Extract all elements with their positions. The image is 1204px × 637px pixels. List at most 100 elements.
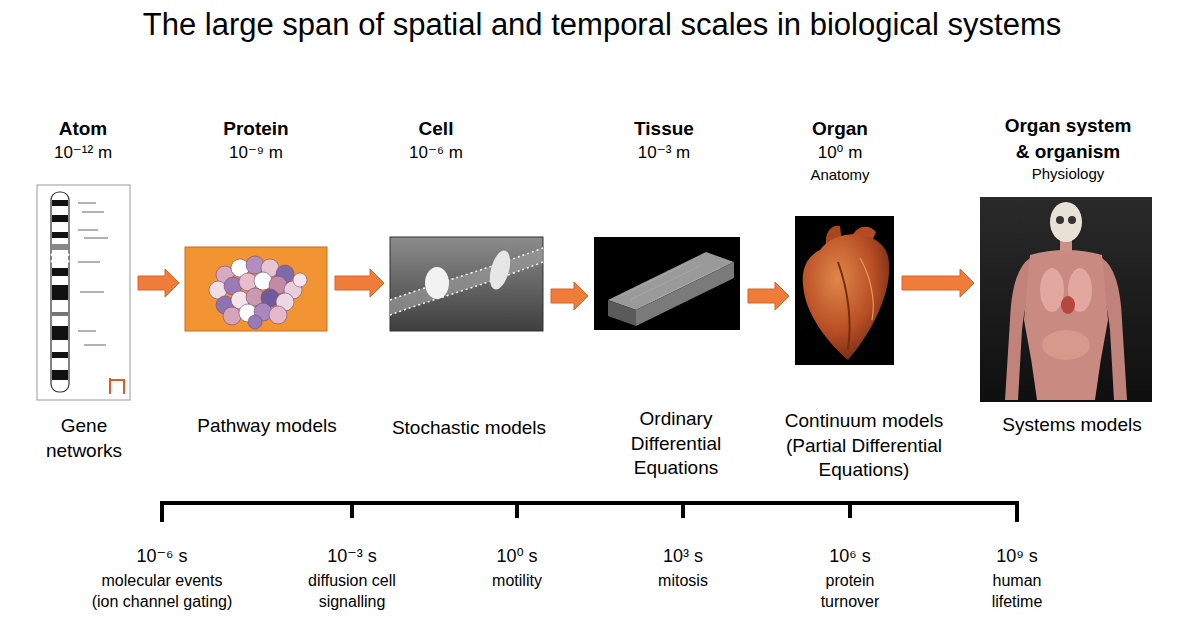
cell-illustration-part [486, 248, 514, 291]
timeline-bracket-part [160, 501, 1019, 505]
level-scale: 10⁰ m [765, 142, 915, 165]
cell-illustration-part [390, 262, 543, 315]
time-value: 10⁰ s [467, 545, 567, 568]
level-scale: 10⁻⁹ m [181, 142, 331, 165]
model-label: Ordinary Differential Equations [611, 407, 741, 481]
human-body-illustration-part [1068, 216, 1076, 224]
protein-illustration-part-part [269, 306, 287, 324]
level-scale: Physiology [998, 164, 1138, 184]
model-label: Continuum models (Partial Differential E… [769, 409, 959, 483]
scale-panel: Tissue10⁻³ mOrdinary Differential Equati… [594, 237, 740, 330]
cell-illustration-part [390, 248, 543, 300]
scale-arrow [748, 282, 789, 310]
cell-illustration [390, 237, 543, 331]
level-name: Tissue [589, 116, 739, 142]
diagram-title: The large span of spatial and temporal s… [0, 6, 1204, 45]
level-name: Organ system & organism [998, 113, 1138, 164]
protein-illustration-part-part [293, 273, 307, 287]
chromosome-illustration-part [52, 370, 68, 380]
tissue-illustration-part [620, 262, 720, 302]
time-description: motility [467, 571, 567, 592]
time-description: molecular events (ion channel gating) [89, 571, 235, 613]
level-scale: Anatomy [765, 165, 915, 185]
chromosome-illustration-part [52, 326, 68, 340]
chromosome-illustration-part [37, 185, 130, 400]
timeline-bracket-part [515, 503, 519, 518]
scale-header: Organ system & organismPhysiology [998, 113, 1138, 185]
human-body-illustration-part [1056, 216, 1064, 224]
scale-panel: Atom10⁻¹² mGene networks [37, 185, 130, 400]
time-value: 10³ s [633, 545, 733, 568]
protein-illustration-part-part [223, 307, 241, 325]
tissue-illustration-part [608, 300, 636, 326]
tissue-illustration-part [594, 237, 740, 330]
model-label: Systems models [977, 413, 1167, 438]
heart-illustration-part [795, 216, 894, 365]
protein-illustration-part-part [248, 315, 262, 329]
chromosome-illustration-part [51, 192, 69, 392]
scale-header: Atom10⁻¹² m [8, 116, 158, 165]
time-description: human lifetime [977, 571, 1057, 613]
human-body-illustration-part [1040, 268, 1064, 312]
level-name: Protein [181, 116, 331, 142]
chromosome-illustration-part [52, 200, 68, 206]
heart-illustration-part [803, 234, 889, 360]
scale-panel: Organ10⁰ mAnatomyContinuum models (Parti… [795, 216, 894, 365]
human-body-illustration-part [1024, 250, 1108, 400]
scale-header: Organ10⁰ mAnatomy [765, 116, 915, 185]
timeline-bracket-part [848, 503, 852, 518]
time-value: 10⁶ s [810, 545, 890, 568]
cell-illustration-part [425, 267, 449, 299]
chromosome-illustration-part [78, 203, 108, 345]
chromosome-illustration-part [52, 285, 68, 300]
tissue-illustration-part [636, 262, 734, 326]
timeline-bracket-part [1015, 503, 1019, 522]
chromosome-illustration-part [51, 254, 69, 262]
tissue-illustration-part-part [650, 268, 720, 302]
time-value: 10⁻³ s [297, 545, 407, 568]
scale-panel: Protein10⁻⁹ mPathway models [185, 247, 327, 331]
level-scale: 10⁻¹² m [8, 142, 158, 165]
model-label: Gene networks [34, 414, 134, 463]
cell-illustration-part [390, 248, 543, 315]
time-description: diffusion cell signalling [297, 571, 407, 613]
level-name: Cell [361, 116, 511, 142]
timeline-bracket-part [160, 503, 164, 522]
level-name: Atom [8, 116, 158, 142]
chromosome-illustration-part [52, 268, 68, 276]
protein-illustration-part [185, 247, 327, 331]
scale-arrow [335, 269, 384, 297]
scale-panel: Cell10⁻⁶ mStochastic models [390, 237, 543, 331]
time-description: mitosis [633, 571, 733, 592]
protein-illustration [185, 247, 327, 331]
chromosome-illustration-part-part [78, 261, 100, 263]
chromosome-illustration-part-part [80, 291, 104, 293]
level-scale: 10⁻⁶ m [361, 142, 511, 165]
chromosome-illustration-part [52, 232, 68, 238]
chromosome-illustration-part [52, 312, 68, 316]
human-body-illustration [980, 197, 1152, 402]
tissue-illustration-part-part [620, 262, 690, 296]
level-name: Organ [765, 116, 915, 142]
chromosome-illustration [37, 185, 130, 400]
timeline-bracket-part [681, 503, 685, 518]
chromosome-illustration-part-part [82, 211, 104, 213]
human-body-illustration-part [1050, 202, 1082, 242]
scale-arrow [551, 282, 588, 310]
level-scale: 10⁻³ m [589, 142, 739, 165]
model-label: Stochastic models [369, 416, 569, 441]
chromosome-illustration-part-part [78, 330, 96, 332]
time-value: 10⁻⁶ s [89, 545, 235, 568]
scale-arrow [138, 269, 179, 297]
human-body-illustration-part [1042, 330, 1090, 360]
heart-illustration-part [860, 258, 873, 320]
model-label: Pathway models [172, 414, 362, 439]
chromosome-illustration-part [52, 352, 68, 358]
cell-illustration-part [390, 237, 543, 331]
heart-illustration-part [838, 262, 850, 350]
time-value: 10⁹ s [977, 545, 1057, 568]
timeline-bracket [160, 503, 1019, 522]
human-body-illustration-part [980, 197, 1152, 402]
